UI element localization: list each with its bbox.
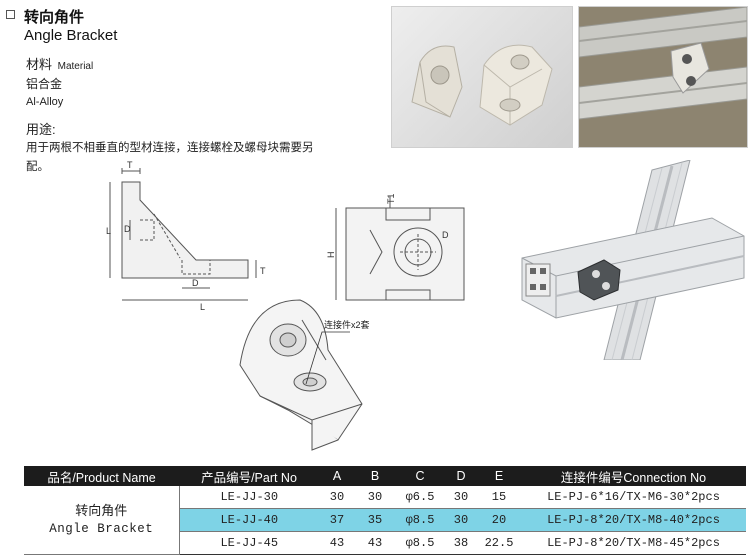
title-cn: 转向角件 <box>24 9 85 26</box>
cell-connection-no: LE-PJ-6*16/TX-M6-30*2pcs <box>521 486 746 509</box>
side-view <box>109 168 257 301</box>
cell-connection-no: LE-PJ-8*20/TX-M8-40*2pcs <box>521 508 746 532</box>
cell-part-no: LE-JJ-30 <box>179 486 319 509</box>
header-c: C <box>395 466 445 486</box>
dim-h: H <box>326 252 336 259</box>
cell-d: 30 <box>445 508 477 532</box>
callout-connector-label: 连接件x2套 <box>324 319 370 330</box>
cell-a: 37 <box>319 508 355 532</box>
profile-assembly-image <box>521 159 745 361</box>
cell-d: 30 <box>445 486 477 509</box>
dim-l-bottom: L <box>200 302 205 312</box>
header-product-name: 品名/Product Name <box>24 466 179 486</box>
cell-b: 30 <box>355 486 395 509</box>
dim-d-front: D <box>442 230 449 240</box>
dim-t-right: T <box>260 266 266 276</box>
front-view <box>335 196 465 301</box>
cell-part-no: LE-JJ-45 <box>179 531 319 555</box>
product-name-en: Angle Bracket <box>49 522 154 536</box>
product-photo-installed-image <box>579 7 747 147</box>
product-name-cn: 转向角件 <box>75 503 128 518</box>
profile-assembly-render <box>512 159 746 361</box>
cell-e: 22.5 <box>477 531 521 555</box>
cell-connection-no: LE-PJ-8*20/TX-M8-45*2pcs <box>521 531 746 555</box>
dim-l-left: L <box>106 226 111 236</box>
dim-d-left: D <box>124 224 131 234</box>
header-a: A <box>319 466 355 486</box>
table-row-highlighted: LE-JJ-40 37 35 φ8.5 30 20 LE-PJ-8*20/TX-… <box>24 508 746 532</box>
table-header-row: 品名/Product Name 产品编号/Part No A B C D E 连… <box>24 466 746 486</box>
technical-drawing-svg: T T D D L L T1 H D <box>106 160 465 451</box>
header-part-no: 产品编号/Part No <box>179 466 319 486</box>
material-value-cn: 铝合金 <box>26 77 63 91</box>
technical-drawing: T T D D L L T1 H D <box>100 160 500 465</box>
cell-e: 20 <box>477 508 521 532</box>
header-b: B <box>355 466 395 486</box>
product-photo-brackets <box>391 6 573 148</box>
cell-a: 30 <box>319 486 355 509</box>
header-connection-no: 连接件编号Connection No <box>521 466 746 486</box>
usage-text: 用于两根不相垂直的型材连接，连接螺栓及螺母块需要另配。 <box>26 142 314 173</box>
dim-t1: T1 <box>386 193 396 204</box>
spec-table: 品名/Product Name 产品编号/Part No A B C D E 连… <box>24 466 746 555</box>
dim-d-bottom: D <box>192 278 199 288</box>
cell-c: φ8.5 <box>395 508 445 532</box>
table-row: LE-JJ-45 43 43 φ8.5 38 22.5 LE-PJ-8*20/T… <box>24 531 746 555</box>
product-photo-installed <box>578 6 748 148</box>
material-label-cn: 材料 <box>26 57 53 72</box>
product-photo-brackets-image <box>411 44 553 126</box>
cell-a: 43 <box>319 531 355 555</box>
table-row: 转向角件 Angle Bracket LE-JJ-30 30 30 φ6.5 3… <box>24 486 746 555</box>
checkbox-icon <box>6 10 15 19</box>
usage-label: 用途: <box>26 122 56 137</box>
material-label-en: Material <box>57 61 94 72</box>
cell-d: 38 <box>445 531 477 555</box>
cell-b: 35 <box>355 508 395 532</box>
cell-b: 43 <box>355 531 395 555</box>
dim-t-top: T <box>127 160 133 170</box>
cell-c: φ8.5 <box>395 531 445 555</box>
cell-e: 15 <box>477 486 521 509</box>
header-e: E <box>477 466 521 486</box>
callout-line <box>305 331 350 385</box>
cell-c: φ6.5 <box>395 486 445 509</box>
cell-part-no: LE-JJ-40 <box>179 508 319 532</box>
material-label: 材料 Material <box>26 54 93 73</box>
isometric-view <box>239 299 363 451</box>
material-value-en: Al-Alloy <box>26 96 64 108</box>
product-name-cell: 转向角件 Angle Bracket <box>24 486 180 555</box>
title-en: Angle Bracket <box>24 27 118 44</box>
header-d: D <box>445 466 477 486</box>
